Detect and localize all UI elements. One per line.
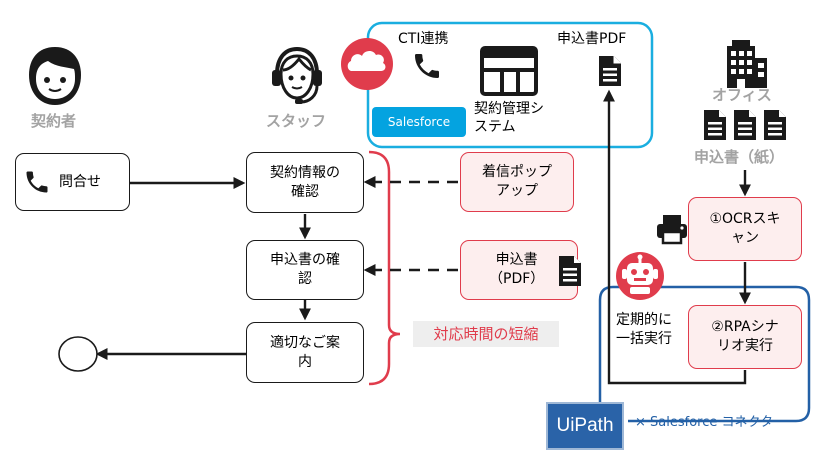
confirm-contract-node[interactable]: 契約情報の 確認 xyxy=(246,152,364,213)
headset-person-icon xyxy=(272,46,322,104)
batch-run-label: 定期的に 一括実行 xyxy=(616,312,672,347)
uipath-logo-text: UiPath xyxy=(556,415,614,437)
uipath-logo: UiPath xyxy=(546,402,624,450)
rpa-label: ②RPAシナ リオ実行 xyxy=(711,319,779,354)
phone-icon xyxy=(415,54,439,78)
ocr-label: ①OCRスキ ャン xyxy=(709,211,781,246)
popup-node[interactable]: 着信ポップ アップ xyxy=(460,152,574,212)
cloud-icon xyxy=(341,38,393,90)
printer-icon xyxy=(657,215,687,245)
cti-label: CTI連携 xyxy=(398,31,449,47)
document-icon xyxy=(764,110,786,140)
phone-icon xyxy=(26,171,48,193)
customer-label: 契約者 xyxy=(31,112,77,130)
salesforce-badge-text: Salesforce xyxy=(387,114,451,129)
arrow-rpa-to-pdf xyxy=(603,89,747,385)
inquiry-label: 問合せ xyxy=(59,173,101,190)
pdf-label: 申込書PDF xyxy=(557,31,627,47)
salesforce-badge: Salesforce xyxy=(372,107,466,137)
document-icon xyxy=(559,256,581,286)
building-icon xyxy=(727,40,767,88)
rpa-node[interactable]: ②RPAシナ リオ実行 xyxy=(688,305,802,369)
inquiry-node[interactable]: 問合せ xyxy=(15,153,130,211)
guidance-node[interactable]: 適切なご案 内 xyxy=(246,322,364,383)
application-pdf-node[interactable]: 申込書 （PDF） xyxy=(460,240,578,300)
office-label: オフィス xyxy=(712,86,772,104)
popup-label: 着信ポップ アップ xyxy=(482,164,552,199)
window-icon xyxy=(480,46,538,96)
document-icon xyxy=(704,110,726,140)
paper-form-label: 申込書（紙） xyxy=(694,148,785,166)
confirm-contract-label: 契約情報の 確認 xyxy=(270,164,340,200)
confirm-application-node[interactable]: 申込書の確 認 xyxy=(246,240,364,300)
connector-label: × Salesforce コネクタ xyxy=(635,415,773,430)
document-icon xyxy=(599,56,621,86)
contract-system-label: 契約管理シ ステム xyxy=(474,101,544,135)
robot-icon xyxy=(616,252,664,300)
document-icon xyxy=(734,110,756,140)
guidance-label: 適切なご案 内 xyxy=(270,334,340,370)
confirm-application-label: 申込書の確 認 xyxy=(270,252,340,287)
staff-label: スタッフ xyxy=(266,112,327,130)
person-icon xyxy=(29,47,81,105)
ocr-node[interactable]: ①OCRスキ ャン xyxy=(688,197,802,261)
uipath-frame xyxy=(598,285,811,423)
time-reduction-brace xyxy=(368,150,401,386)
application-pdf-label: 申込書 （PDF） xyxy=(489,252,545,287)
time-reduction-text: 対応時間の短縮 xyxy=(433,325,539,343)
end-terminal xyxy=(58,336,98,372)
time-reduction-annotation: 対応時間の短縮 xyxy=(413,321,559,347)
